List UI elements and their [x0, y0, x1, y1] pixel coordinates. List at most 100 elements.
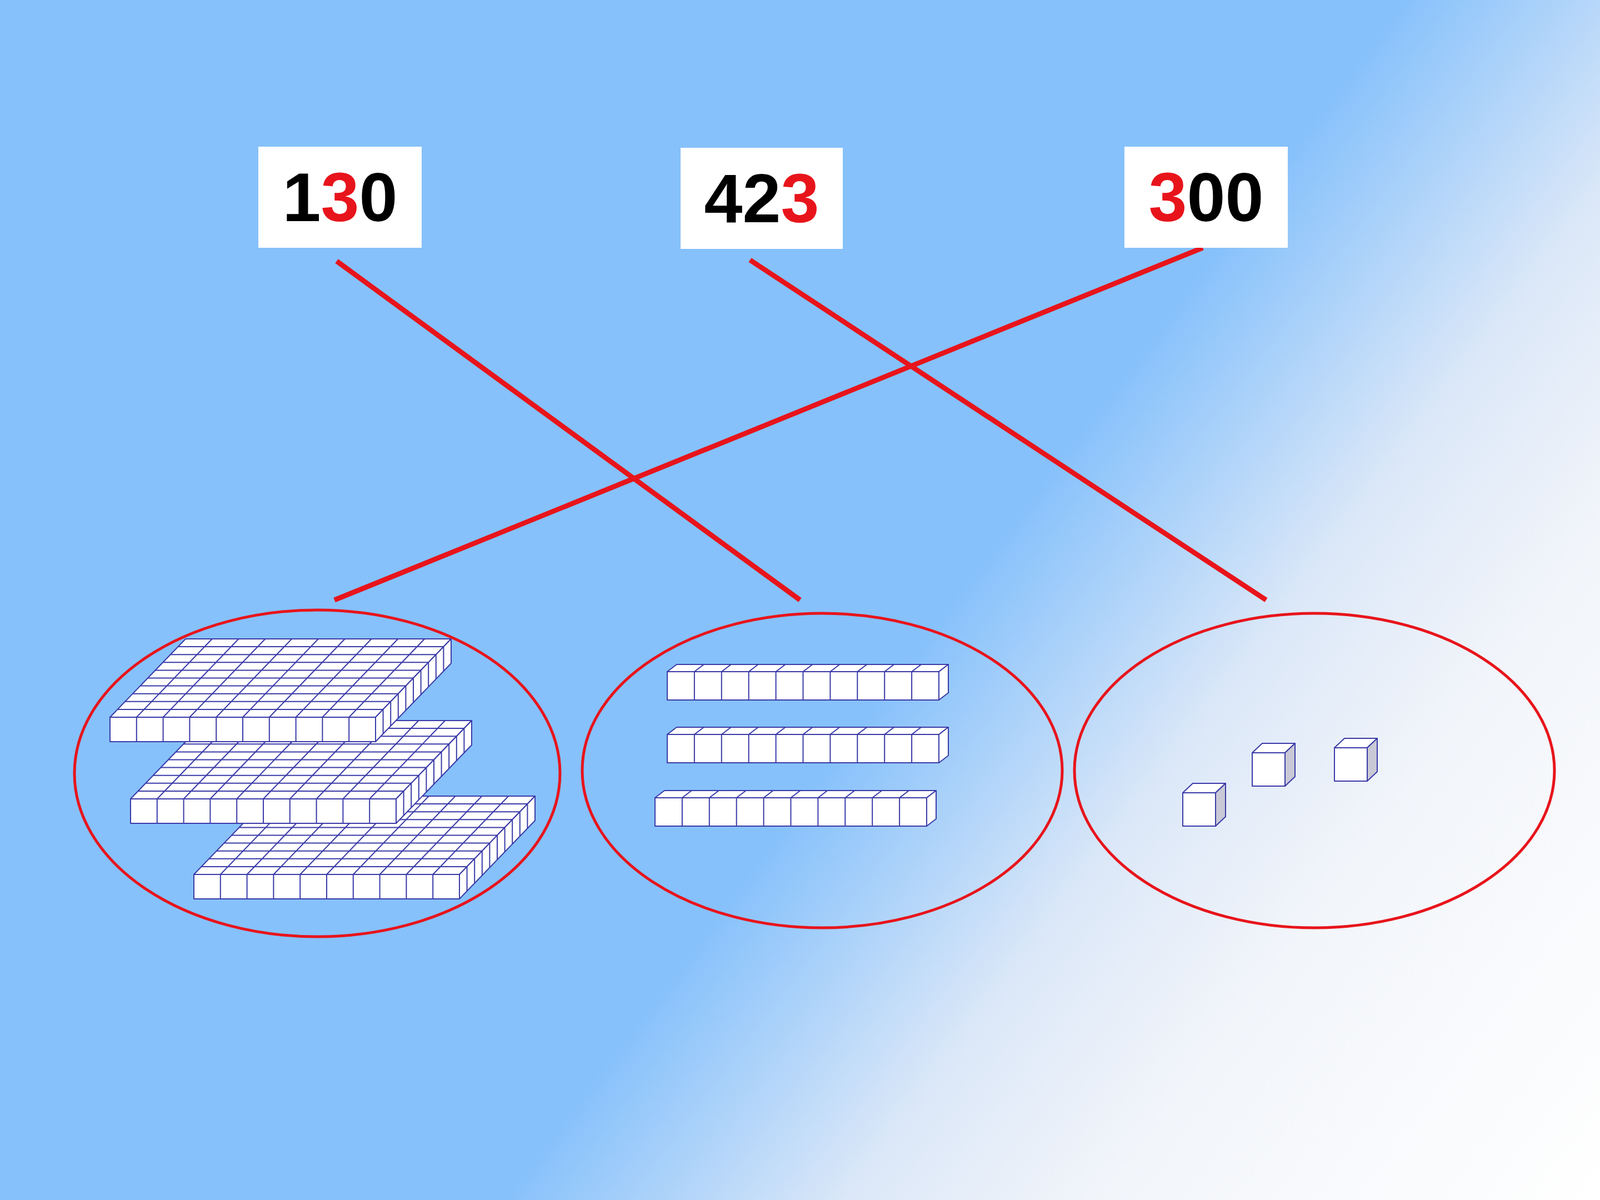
- grid-line: [694, 727, 704, 735]
- block-front: [667, 734, 939, 763]
- grid-line: [162, 661, 429, 663]
- ten-rod: [655, 790, 937, 827]
- grid-line: [177, 646, 444, 648]
- grid-line: [125, 701, 391, 703]
- grid-line: [775, 671, 777, 700]
- grid-line: [817, 790, 828, 798]
- grid-line: [289, 798, 291, 824]
- unit-cube: [1182, 783, 1226, 827]
- grid-line: [748, 734, 750, 763]
- grid-line: [262, 798, 264, 824]
- digit: 0: [1187, 158, 1226, 236]
- grid-line: [215, 717, 217, 742]
- grid-line: [162, 717, 164, 742]
- grid-line: [136, 717, 138, 742]
- grid-line: [748, 727, 759, 735]
- grid-line: [519, 811, 521, 837]
- grid-line: [433, 760, 435, 785]
- grid-line: [170, 653, 437, 655]
- grid-line: [352, 874, 354, 899]
- grid-line: [242, 717, 244, 742]
- grid-line: [817, 797, 819, 827]
- digit: 3: [321, 158, 360, 236]
- grid-line: [432, 874, 434, 899]
- grid-line: [316, 798, 318, 824]
- matching-line: [334, 247, 1203, 600]
- block-front: [193, 874, 460, 899]
- grid-line: [911, 671, 913, 700]
- block-front: [130, 798, 397, 824]
- grid-line: [299, 874, 301, 899]
- block-side: [938, 664, 949, 700]
- digit: 0: [358, 158, 398, 236]
- grid-line: [183, 798, 185, 824]
- block-front: [667, 671, 939, 700]
- grid-line: [694, 664, 704, 672]
- grid-line: [775, 734, 777, 763]
- grid-line: [326, 874, 328, 899]
- grid-line: [829, 671, 831, 700]
- grid-line: [883, 734, 885, 763]
- grid-line: [412, 678, 414, 703]
- grid-line: [803, 727, 813, 735]
- grid-line: [721, 727, 732, 735]
- grid-line: [132, 693, 399, 695]
- block-side: [1367, 738, 1378, 782]
- block-front: [1252, 752, 1285, 787]
- grid-line: [153, 775, 419, 777]
- block-front: [1182, 792, 1216, 827]
- grid-line: [496, 835, 498, 860]
- grid-line: [872, 790, 882, 798]
- grid-line: [481, 851, 483, 876]
- grid-line: [155, 669, 422, 671]
- place-value-number: 423: [704, 163, 820, 233]
- grid-line: [188, 717, 190, 742]
- grid-line: [830, 664, 840, 672]
- matching-line: [336, 261, 800, 600]
- grid-line: [397, 693, 399, 719]
- grid-line: [883, 671, 885, 700]
- base-ten-blocks: [110, 638, 1378, 899]
- grid-line: [776, 664, 786, 672]
- grid-line: [342, 798, 344, 824]
- grid-line: [321, 717, 323, 742]
- grid-line: [856, 734, 858, 763]
- grid-line: [220, 874, 222, 899]
- grid-line: [268, 717, 270, 742]
- grid-line: [748, 671, 750, 700]
- grid-line: [857, 727, 867, 735]
- grid-line: [681, 797, 683, 827]
- grid-line: [899, 790, 909, 798]
- grid-line: [390, 701, 392, 727]
- grid-line: [790, 797, 792, 827]
- grid-line: [405, 874, 407, 899]
- grid-line: [140, 685, 406, 687]
- grid-line: [871, 797, 873, 827]
- grid-line: [405, 686, 407, 711]
- grid-line: [427, 662, 429, 687]
- block-side: [396, 720, 472, 824]
- grid-line: [382, 709, 384, 734]
- block-front: [1334, 747, 1368, 782]
- grid-line: [403, 791, 405, 816]
- grid-line: [748, 664, 759, 672]
- digit: 0: [1225, 158, 1264, 236]
- unit-cube: [1334, 738, 1378, 782]
- grid-line: [448, 743, 450, 769]
- number-card: 423: [680, 147, 843, 249]
- block-front: [655, 797, 927, 827]
- grid-line: [884, 727, 894, 735]
- grid-line: [368, 798, 370, 824]
- block-side: [938, 727, 949, 763]
- grid-line: [418, 775, 420, 800]
- grid-line: [272, 874, 274, 899]
- grid-line: [463, 728, 465, 753]
- block-side: [1285, 743, 1295, 787]
- grid-line: [911, 664, 922, 672]
- grid-line: [693, 734, 695, 763]
- grid-line: [216, 850, 483, 852]
- grid-line: [201, 866, 468, 868]
- grid-line: [802, 671, 804, 700]
- digit: 2: [742, 160, 782, 237]
